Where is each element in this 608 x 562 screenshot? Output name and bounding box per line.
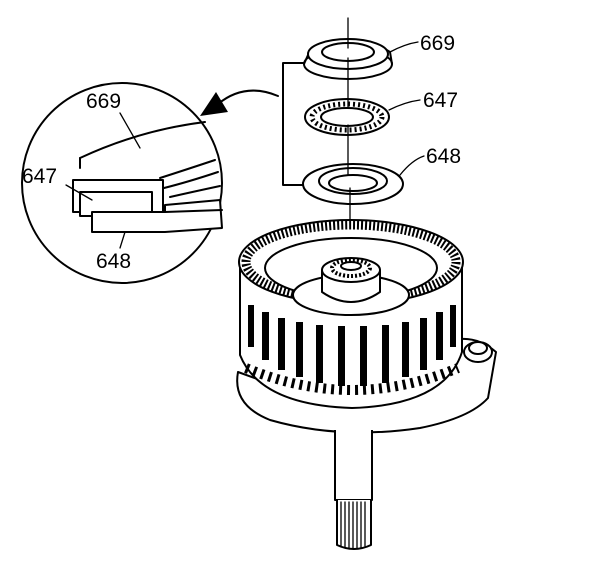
parts-group-bracket	[282, 62, 319, 186]
callout-label-669: 669	[420, 32, 455, 55]
output-shaft	[334, 430, 373, 550]
thrust-bearing-647	[304, 98, 390, 136]
detail-view	[21, 82, 223, 284]
detail-label-648: 648	[96, 250, 131, 273]
detail-label-669: 669	[86, 90, 121, 113]
detail-pointer-arrow	[200, 89, 279, 116]
detail-label-647: 647	[22, 165, 57, 188]
callout-label-647: 647	[423, 89, 458, 112]
thrust-washer-648	[302, 163, 404, 205]
callout-leaders	[388, 41, 425, 176]
clutch-housing	[236, 219, 497, 434]
callout-label-648: 648	[426, 145, 461, 168]
